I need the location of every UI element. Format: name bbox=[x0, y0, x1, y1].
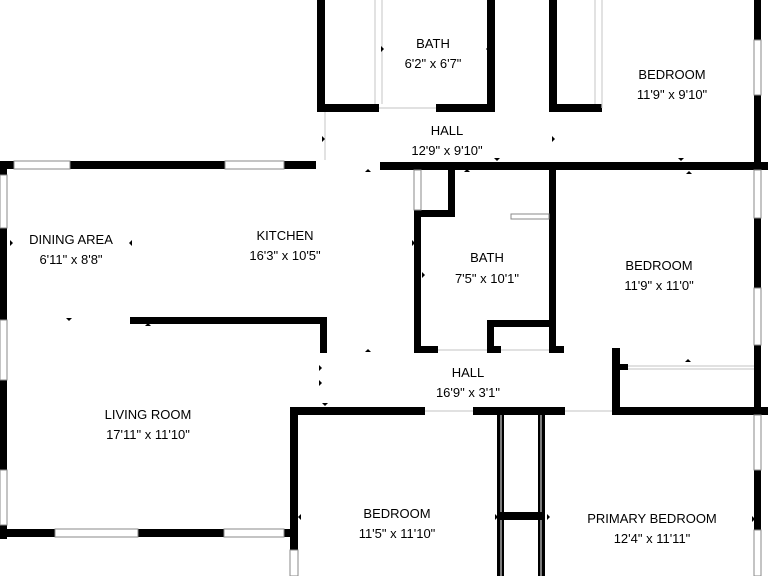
room-size-bedroom-e: 11'9" x 11'0" bbox=[624, 278, 694, 293]
windows bbox=[0, 39, 762, 576]
room-size-hall-top: 12'9" x 9'10" bbox=[411, 143, 483, 158]
room-name-bath-top: BATH bbox=[416, 36, 450, 51]
room-name-dining: DINING AREA bbox=[29, 232, 113, 247]
room-size-dining: 6'11" x 8'8" bbox=[39, 252, 102, 267]
room-name-hall-mid: HALL bbox=[452, 365, 485, 380]
room-name-hall-top: HALL bbox=[431, 123, 464, 138]
room-size-living: 17'11" x 11'10" bbox=[106, 427, 190, 442]
room-size-hall-mid: 16'9" x 3'1" bbox=[436, 385, 500, 400]
room-size-bath-top: 6'2" x 6'7" bbox=[405, 56, 462, 71]
room-labels: BATH 6'2" x 6'7" BEDROOM 11'9" x 9'10" H… bbox=[29, 36, 717, 546]
room-name-primary-bedroom: PRIMARY BEDROOM bbox=[587, 511, 717, 526]
room-size-bath-mid: 7'5" x 10'1" bbox=[455, 271, 519, 286]
room-size-bedroom-ne: 11'9" x 9'10" bbox=[637, 87, 708, 102]
room-name-bedroom-s: BEDROOM bbox=[363, 506, 430, 521]
room-name-kitchen: KITCHEN bbox=[256, 228, 313, 243]
room-size-kitchen: 16'3" x 10'5" bbox=[249, 248, 321, 263]
door-markers bbox=[10, 46, 755, 522]
room-name-living: LIVING ROOM bbox=[105, 407, 192, 422]
room-name-bedroom-e: BEDROOM bbox=[625, 258, 692, 273]
room-size-bedroom-s: 11'5" x 11'10" bbox=[359, 526, 436, 541]
room-name-bedroom-ne: BEDROOM bbox=[638, 67, 705, 82]
room-size-primary-bedroom: 12'4" x 11'11" bbox=[614, 531, 691, 546]
room-name-bath-mid: BATH bbox=[470, 250, 504, 265]
doors bbox=[324, 0, 754, 576]
